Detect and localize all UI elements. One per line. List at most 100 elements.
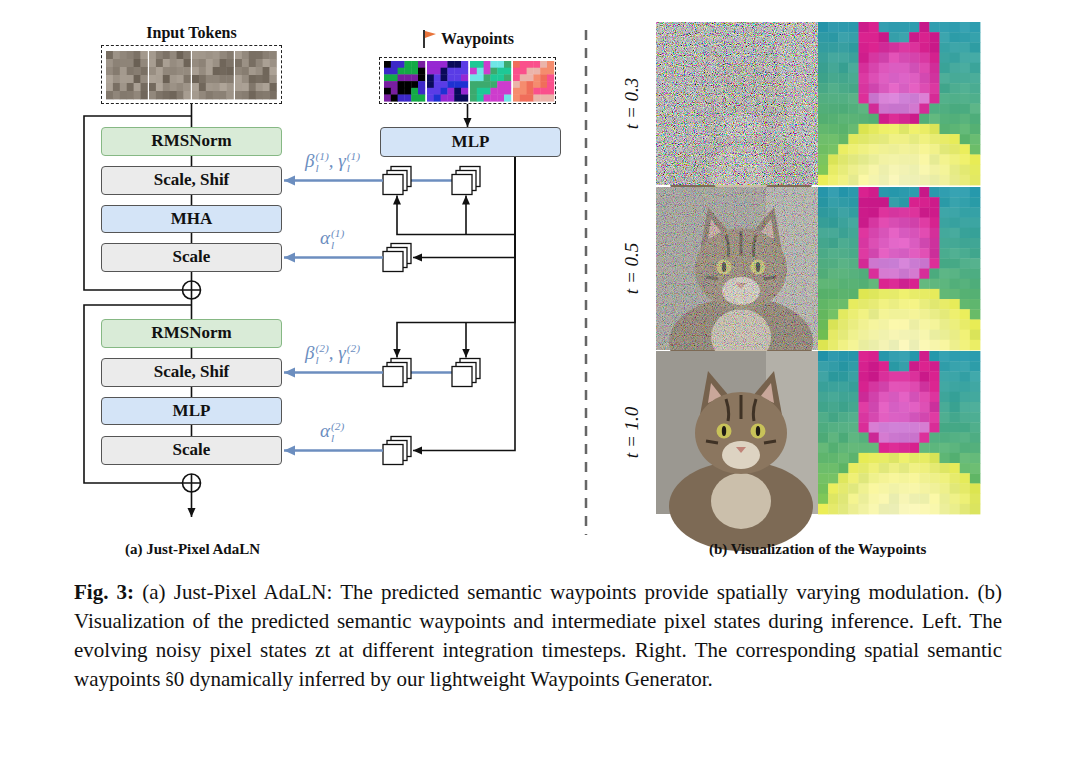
token-pixel <box>120 91 127 99</box>
waypoint-cell <box>889 104 900 115</box>
waypoint-pixel <box>447 88 454 95</box>
waypoint-cell <box>869 207 880 218</box>
waypoint-cell <box>929 207 940 218</box>
waypoint-cell <box>899 165 910 176</box>
timestep-label: t = 0.5 <box>622 243 643 294</box>
waypoint-pixel <box>513 68 520 75</box>
waypoint-cell <box>909 73 920 84</box>
connector-line <box>413 157 515 258</box>
waypoint-cell <box>869 453 880 464</box>
waypoint-cell <box>848 144 859 155</box>
waypoint-cell <box>848 319 859 330</box>
waypoint-cell <box>838 382 849 393</box>
waypoint-cell <box>879 473 890 484</box>
waypoint-cell <box>899 228 910 239</box>
waypoint-cell <box>940 422 951 433</box>
waypoint-cell <box>950 207 961 218</box>
waypoint-cell <box>848 422 859 433</box>
waypoint-cell <box>828 114 839 125</box>
waypoint-cell <box>838 412 849 423</box>
waypoint-cell <box>960 473 971 484</box>
waypoint-cell <box>950 361 961 372</box>
waypoint-cell <box>950 165 961 176</box>
connector-line <box>465 196 467 235</box>
waypoint-cell <box>869 299 880 310</box>
token-pixel <box>156 91 163 99</box>
waypoint-cell <box>960 340 971 351</box>
waypoint-cell <box>859 248 870 259</box>
waypoint-cell <box>940 248 951 259</box>
token-pixel <box>213 59 220 67</box>
token-pixel <box>113 67 120 75</box>
waypoint-cell <box>909 134 920 145</box>
subscript: l <box>331 240 334 252</box>
waypoint-cell <box>828 218 839 229</box>
waypoint-cell <box>838 124 849 135</box>
waypoint-cell <box>909 371 920 382</box>
waypoint-cell <box>899 238 910 249</box>
waypoint-pixel <box>547 61 554 68</box>
waypoint-cell <box>838 197 849 208</box>
token-pixel <box>263 75 270 83</box>
waypoint-cell <box>950 175 961 186</box>
waypoint-cell <box>940 53 951 64</box>
waypoint-cell <box>960 463 971 474</box>
waypoint-cell <box>869 433 880 444</box>
waypoint-cell <box>899 412 910 423</box>
waypoint-pixel <box>418 68 425 75</box>
waypoint-cell <box>909 218 920 229</box>
waypoint-cell <box>940 197 951 208</box>
waypoint-cell <box>838 53 849 64</box>
waypoint-cell <box>818 504 829 515</box>
waypoint-cell <box>940 319 951 330</box>
process-box: MHA <box>101 205 282 233</box>
waypoint-cell <box>879 83 890 94</box>
waypoint-cell <box>869 361 880 372</box>
waypoint-pixel <box>497 88 504 95</box>
token-pixel <box>206 51 213 59</box>
waypoint-cell <box>899 309 910 320</box>
token-pixel <box>213 75 220 83</box>
waypoint-pixel <box>454 88 461 95</box>
waypoint-cell <box>879 340 890 351</box>
waypoint-cell <box>940 392 951 403</box>
connector <box>191 156 192 166</box>
waypoint-cell <box>869 279 880 290</box>
token-pixel <box>249 59 256 67</box>
token-pixel <box>192 83 199 91</box>
waypoint-cell <box>879 248 890 259</box>
waypoint-pixel <box>527 95 534 102</box>
waypoint-cell <box>828 412 839 423</box>
feature-map <box>452 175 472 195</box>
token-pixel <box>127 67 134 75</box>
waypoint-cell <box>919 197 930 208</box>
token-pixel <box>235 75 242 83</box>
waypoint-cell <box>960 289 971 300</box>
waypoint-cell <box>879 114 890 125</box>
waypoint-cell <box>838 504 849 515</box>
waypoint-cell <box>879 197 890 208</box>
connector-line <box>284 256 383 259</box>
waypoint-cell <box>818 93 829 104</box>
waypoint-cell <box>919 154 930 165</box>
token-pixel <box>220 83 227 91</box>
waypoint-cell <box>828 134 839 145</box>
waypoint-cell <box>879 154 890 165</box>
waypoint-pixel <box>418 74 425 81</box>
waypoint-cell <box>950 289 961 300</box>
waypoint-cell <box>950 73 961 84</box>
waypoint-cell <box>889 340 900 351</box>
waypoint-cell <box>848 402 859 413</box>
token-pixel <box>192 59 199 67</box>
waypoint-cell <box>909 269 920 280</box>
token-pixel <box>184 67 191 75</box>
waypoint-cell <box>818 299 829 310</box>
feature-stack <box>452 167 480 195</box>
waypoint-pixel <box>490 74 497 81</box>
waypoint-cell <box>859 402 870 413</box>
waypoint-cell <box>838 218 849 229</box>
token-pixel <box>134 51 141 59</box>
token-pixel <box>199 83 206 91</box>
waypoint-cell <box>818 453 829 464</box>
waypoint-cell <box>818 340 829 351</box>
